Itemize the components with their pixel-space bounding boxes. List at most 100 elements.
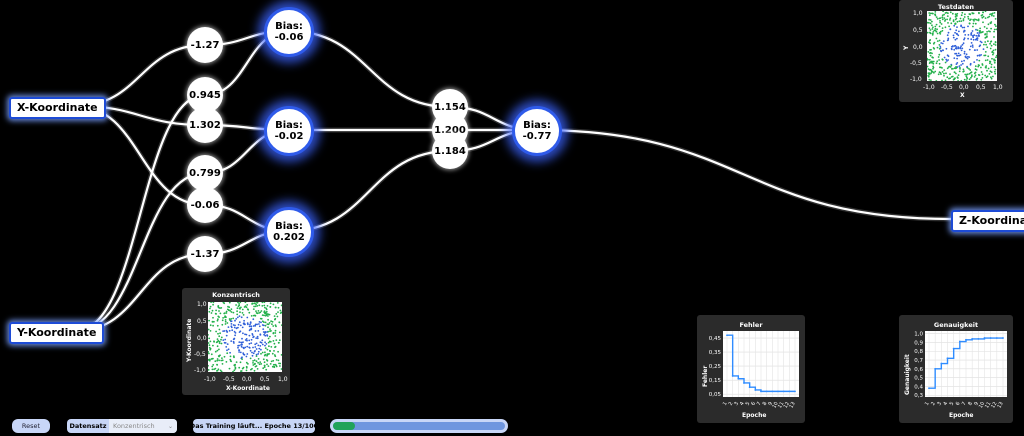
z-coordinate-output-node: Z-Koordinate bbox=[951, 210, 1024, 232]
data-point bbox=[952, 347, 955, 350]
outer-point bbox=[277, 311, 279, 313]
outer-point bbox=[274, 355, 277, 358]
outer-point bbox=[943, 72, 945, 75]
outer-point bbox=[242, 314, 245, 316]
outer-point bbox=[212, 364, 215, 366]
outer-point bbox=[941, 29, 944, 32]
outer-point bbox=[968, 68, 970, 70]
training-status-text: Das Training läuft... Epoche 13/100 bbox=[189, 422, 319, 430]
data-point bbox=[940, 362, 943, 365]
outer-point bbox=[267, 365, 270, 367]
inner-point bbox=[970, 42, 973, 44]
outer-point bbox=[267, 315, 269, 317]
inner-point bbox=[956, 33, 958, 36]
outer-point bbox=[236, 313, 239, 316]
genauigkeit-x-axis-label: Epoche bbox=[949, 412, 974, 419]
inner-point bbox=[236, 316, 239, 319]
x-tick-label: 4 bbox=[942, 401, 949, 407]
outer-point bbox=[974, 74, 977, 77]
outer-point bbox=[241, 312, 244, 314]
outer-point bbox=[235, 304, 237, 306]
reset-button[interactable]: Reset bbox=[12, 419, 50, 433]
inner-point bbox=[242, 332, 244, 335]
inner-point bbox=[232, 340, 235, 343]
outer-point bbox=[930, 72, 932, 75]
inner-point bbox=[971, 30, 974, 32]
inner-point bbox=[234, 319, 236, 322]
outer-point bbox=[281, 324, 282, 327]
inner-point bbox=[254, 323, 257, 326]
inner-point bbox=[968, 48, 971, 51]
outer-point bbox=[974, 65, 977, 68]
inner-point bbox=[260, 321, 262, 324]
outer-point bbox=[261, 320, 264, 323]
outer-point bbox=[210, 312, 213, 314]
inner-point bbox=[250, 338, 253, 341]
outer-point bbox=[250, 315, 253, 317]
outer-point bbox=[274, 318, 276, 321]
testdaten-x-axis-label: X bbox=[960, 92, 965, 99]
inner-point bbox=[230, 340, 233, 342]
outer-point bbox=[219, 312, 222, 315]
inner-point bbox=[976, 32, 979, 34]
outer-point bbox=[244, 305, 247, 308]
inner-point bbox=[230, 320, 233, 323]
outer-point bbox=[937, 56, 940, 58]
outer-point bbox=[277, 350, 279, 353]
testdaten-y-axis-label: Y bbox=[903, 45, 910, 50]
dataset-dropdown[interactable]: Konzentrisch ⌄ bbox=[109, 419, 177, 433]
outer-point bbox=[995, 56, 997, 59]
chevron-down-icon: ⌄ bbox=[167, 422, 173, 430]
outer-point bbox=[932, 47, 935, 49]
data-point bbox=[983, 337, 986, 339]
data-point bbox=[977, 338, 980, 340]
outer-point bbox=[263, 366, 266, 368]
inner-point bbox=[246, 345, 249, 348]
outer-point bbox=[932, 62, 935, 65]
outer-point bbox=[978, 12, 980, 15]
inner-point bbox=[980, 41, 983, 44]
inner-point bbox=[232, 324, 235, 326]
inner-point bbox=[971, 44, 974, 47]
fehler-x-axis-label: Epoche bbox=[742, 412, 767, 419]
inner-point bbox=[222, 339, 225, 341]
x-tick-label: 4 bbox=[739, 401, 746, 407]
z-coordinate-label: Z-Koordinate bbox=[959, 214, 1024, 227]
inner-point bbox=[256, 323, 258, 326]
outer-point bbox=[241, 367, 244, 370]
outer-point bbox=[991, 14, 993, 17]
outer-point bbox=[938, 17, 941, 20]
inner-point bbox=[258, 323, 260, 325]
outer-point bbox=[969, 69, 972, 71]
data-point bbox=[760, 390, 762, 393]
outer-point bbox=[213, 341, 215, 343]
inner-point bbox=[947, 39, 950, 41]
inner-point bbox=[255, 337, 258, 339]
outer-point bbox=[956, 15, 958, 17]
outer-point bbox=[982, 15, 985, 18]
connection-input-weight-2 bbox=[75, 93, 206, 333]
outer-point bbox=[228, 302, 231, 304]
outer-point bbox=[941, 79, 943, 81]
outer-point bbox=[280, 354, 282, 356]
outer-point bbox=[989, 22, 992, 24]
inner-point bbox=[245, 333, 248, 336]
outer-point bbox=[949, 11, 952, 14]
inner-point bbox=[235, 318, 238, 320]
outer-point bbox=[955, 66, 957, 68]
outer-point bbox=[277, 341, 280, 344]
outer-point bbox=[216, 319, 219, 322]
outer-point bbox=[936, 60, 939, 63]
weight-node-4: 0.799 bbox=[187, 155, 223, 191]
dataset-selector[interactable]: Datensatz Konzentrisch ⌄ bbox=[67, 419, 177, 433]
weight-node-3: 1.302 bbox=[187, 107, 223, 143]
testdaten-panel: Testdaten 1,0 0,5 0,0 -0,5 -1,0 Y -1,0 -… bbox=[899, 0, 1013, 102]
outer-point bbox=[990, 77, 993, 80]
outer-point bbox=[232, 370, 234, 372]
outer-point bbox=[993, 61, 996, 64]
inner-point bbox=[941, 49, 944, 52]
inner-point bbox=[976, 54, 979, 57]
outer-point bbox=[279, 365, 281, 367]
outer-point bbox=[271, 365, 274, 368]
outer-point bbox=[972, 18, 975, 21]
